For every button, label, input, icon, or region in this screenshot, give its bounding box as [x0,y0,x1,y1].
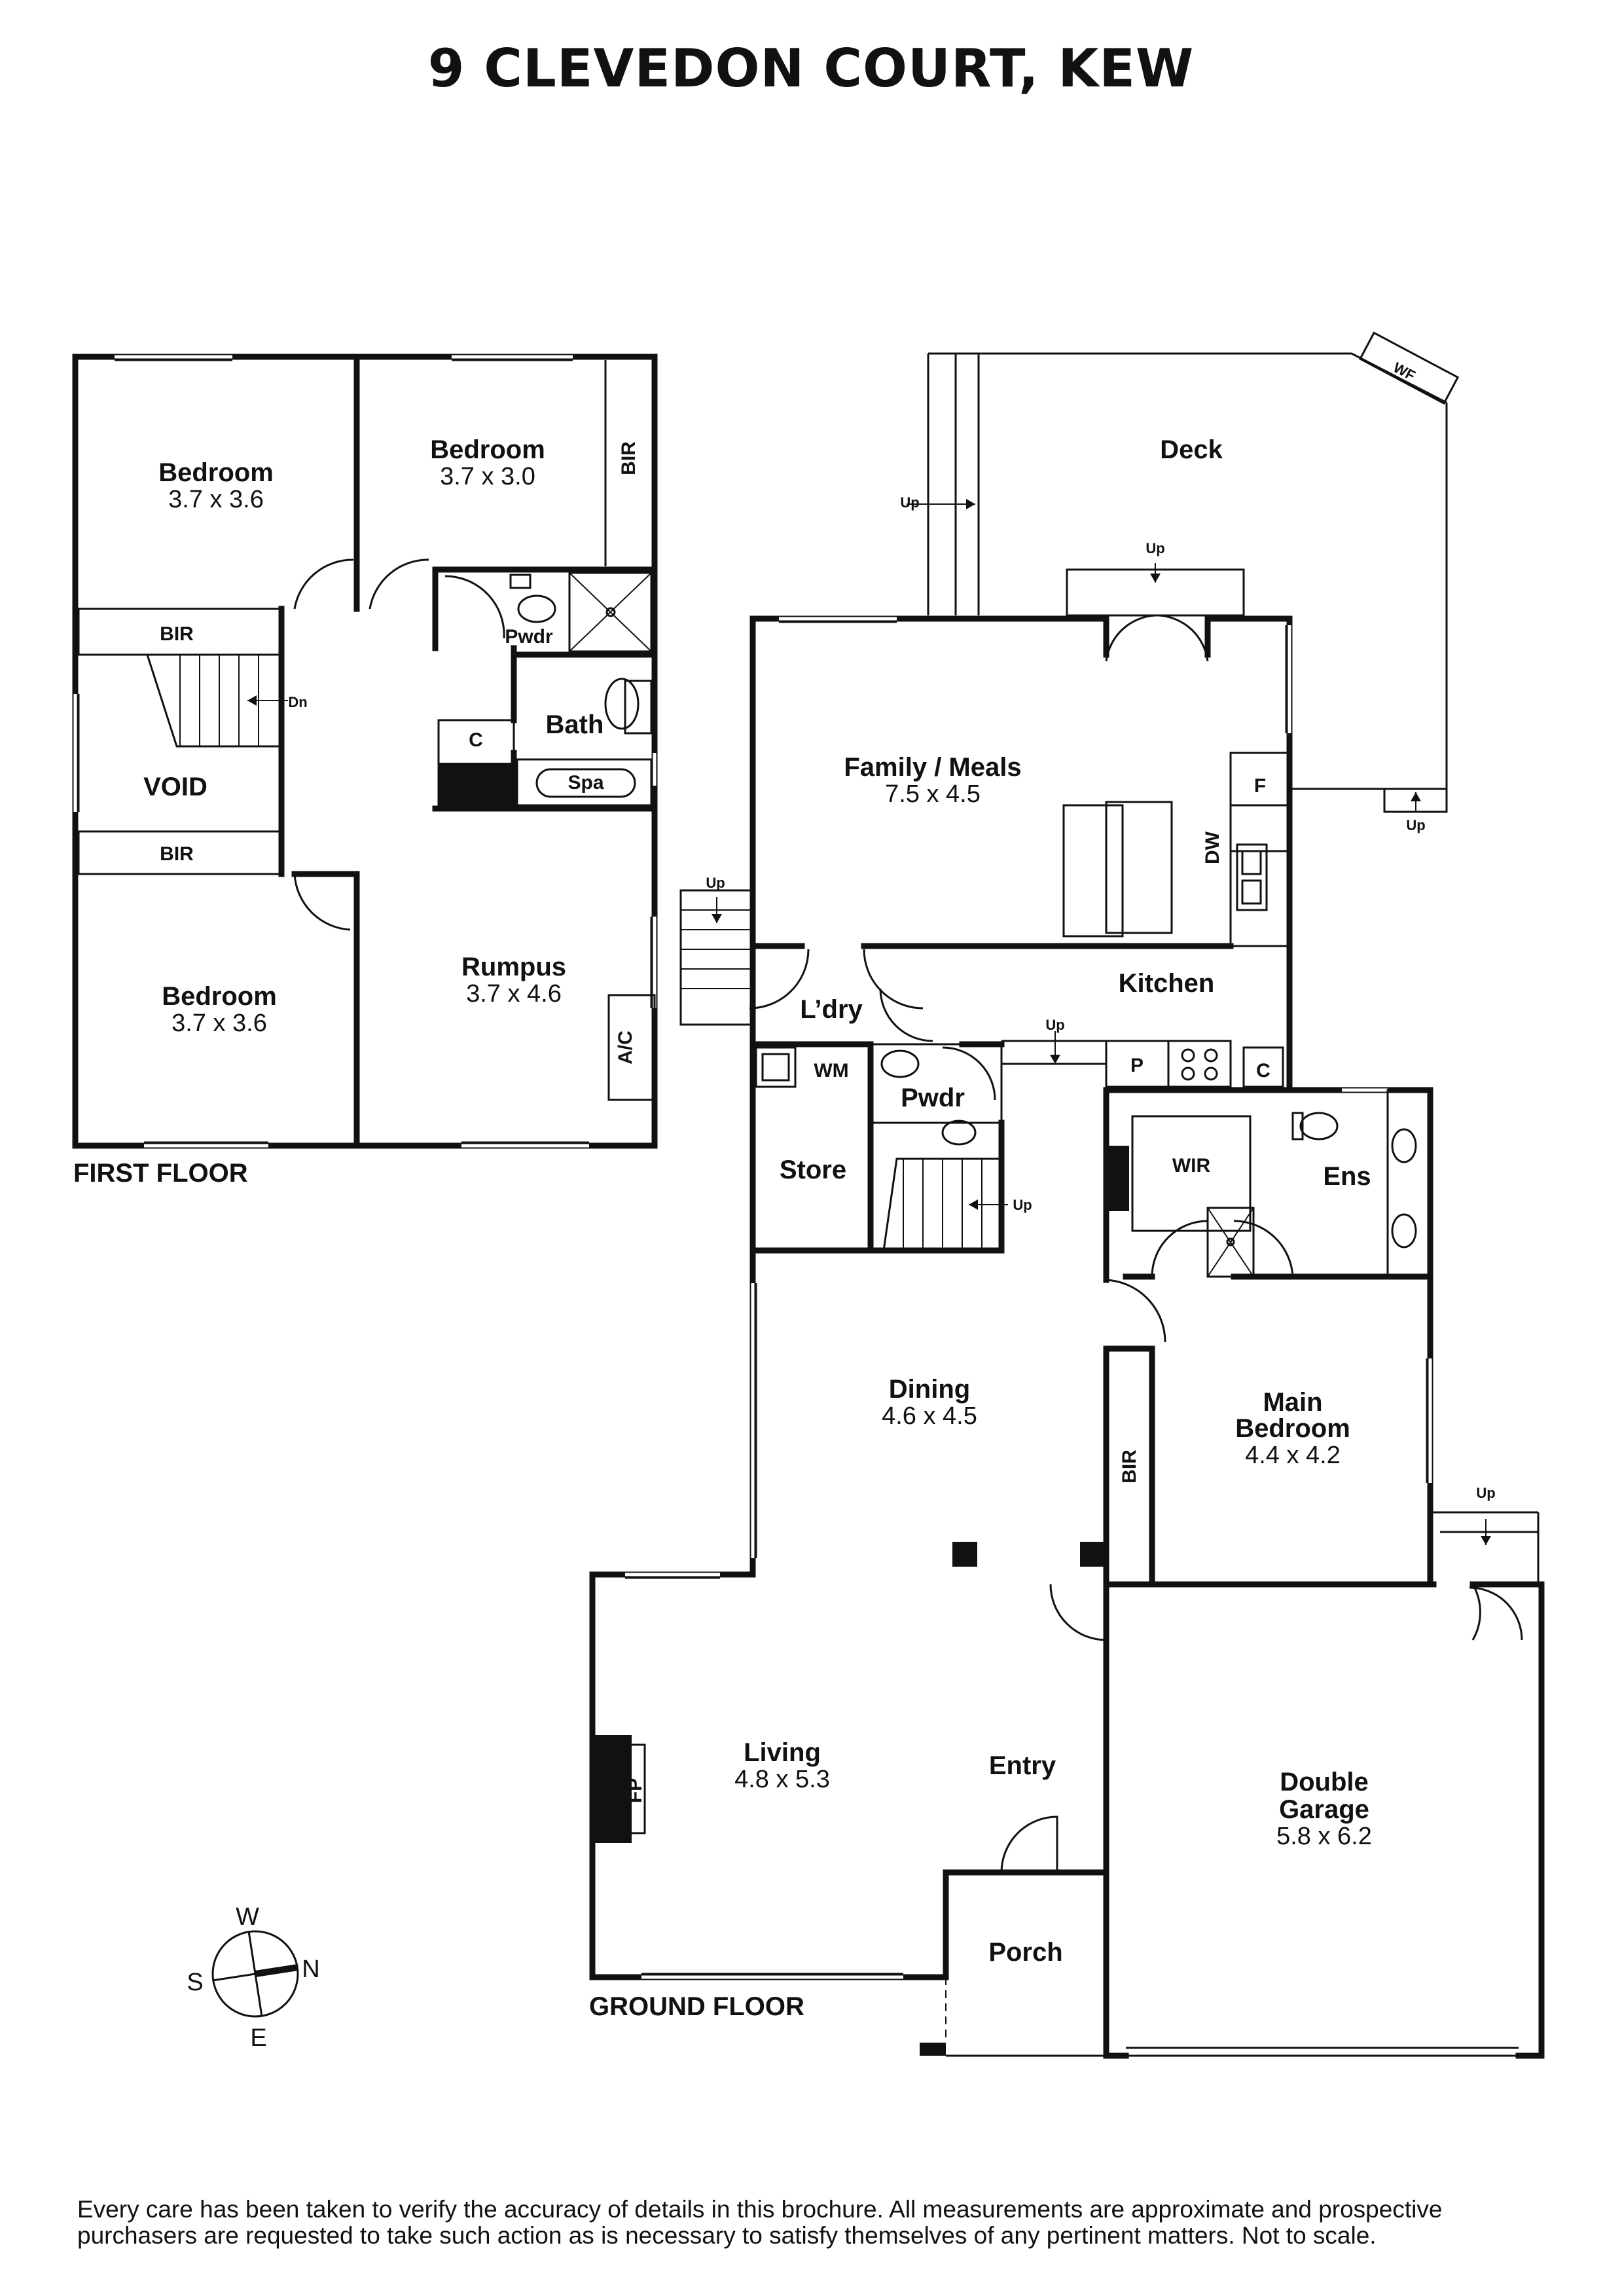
wf-label: WF [1391,359,1418,384]
porch-name: Porch [988,1938,1062,1967]
compass-needle-icon [255,1964,298,1977]
family-name: Family / Meals [844,753,1021,782]
compass-e: E [250,2024,266,2052]
fp-label: FP [624,1778,646,1803]
up-label-side: Up [1406,817,1425,833]
deck-label: Deck [1160,435,1223,464]
dw-label: DW [1202,831,1223,864]
family-size: 7.5 x 4.5 [885,780,981,808]
compass: W N S E [187,1903,319,2052]
dn-label: Dn [288,694,307,710]
page-title: 9 CLEVEDON COURT, KEW [427,38,1195,99]
bath-name: Bath [546,710,604,739]
up-label-french: Up [1145,540,1164,556]
dining-size: 4.6 x 4.5 [882,1402,977,1430]
pwdr-upper-label: Pwdr [505,626,553,647]
pantry-label: P [1130,1055,1144,1076]
bir-main-label: BIR [1119,1449,1140,1484]
bir-upper-label: BIR [160,623,194,645]
compass-w: W [236,1903,259,1931]
main-bedroom-name: Main [1263,1388,1322,1417]
wm-label: WM [814,1060,848,1082]
ens-name: Ens [1323,1162,1371,1191]
garage-name: Double [1280,1768,1369,1796]
living-name: Living [744,1738,821,1767]
wir-name: WIR [1172,1155,1211,1176]
main-bedroom-size: 4.4 x 4.2 [1245,1442,1341,1469]
bed1-size: 3.7 x 3.6 [168,486,264,513]
bed3-name: Bedroom [162,982,277,1011]
fridge-label: F [1254,775,1266,797]
first-floor-label: FIRST FLOOR [73,1159,248,1188]
void-label: VOID [143,773,207,801]
main-bedroom-name2: Bedroom [1235,1414,1350,1443]
up-label-garage: Up [1476,1485,1495,1501]
bir-bed2-label: BIR [618,441,640,475]
living-size: 4.8 x 5.3 [734,1766,830,1793]
dining-name: Dining [889,1375,970,1404]
spa-label: Spa [568,772,604,793]
up-label-hall: Up [1045,1017,1064,1033]
first-floor-plan: Bedroom 3.7 x 3.6 Bedroom 3.7 x 3.0 Bedr… [72,354,658,1188]
bed3-size: 3.7 x 3.6 [171,1010,267,1037]
cupboard-label: C [469,729,483,751]
compass-ring [211,1930,299,2018]
disclaimer: Every care has been taken to verify the … [77,2196,1557,2249]
bed2-size: 3.7 x 3.0 [440,463,535,490]
ground-floor-plan: Deck Family / Meals 7.5 x 4.5 Kitchen L’… [589,331,1545,2059]
bir-lower-label: BIR [160,843,194,865]
garage-size: 5.8 x 6.2 [1276,1823,1372,1850]
laundry-name: L’dry [800,995,863,1024]
compass-s: S [187,1969,203,1996]
up-label-stairs: Up [1013,1197,1032,1213]
store-name: Store [780,1156,846,1184]
entry-name: Entry [989,1751,1056,1780]
pwdr-name: Pwdr [901,1084,965,1112]
rumpus-name: Rumpus [461,953,566,981]
kitchen-name: Kitchen [1119,969,1215,998]
rumpus-size: 3.7 x 4.6 [466,980,562,1008]
bed2-name: Bedroom [430,435,545,464]
up-label-laundry: Up [706,875,725,891]
bed1-name: Bedroom [158,458,274,487]
disclaimer-line-2: purchasers are requested to take such ac… [77,2222,1377,2249]
garage-name2: Garage [1279,1795,1369,1824]
up-label-deck: Up [900,494,919,511]
compass-n: N [302,1956,319,1983]
disclaimer-line-1: Every care has been taken to verify the … [77,2196,1443,2223]
ac-label: A/C [615,1030,636,1065]
ground-floor-label: GROUND FLOOR [589,1992,804,2021]
kitchen-c-label: C [1256,1060,1271,1082]
